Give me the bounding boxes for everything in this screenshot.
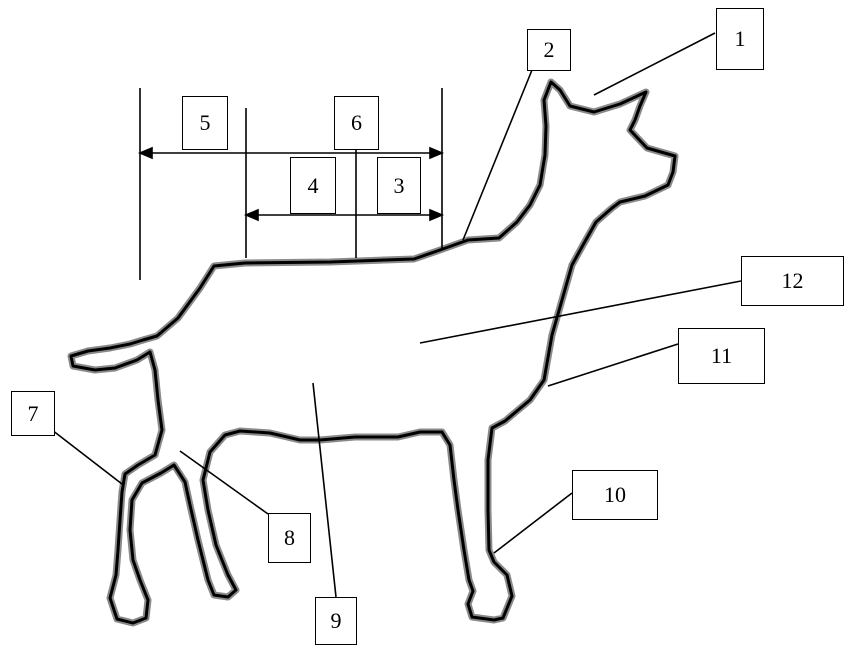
label-8: 8	[268, 513, 311, 563]
leader-line-12	[419, 280, 742, 344]
leader-line-10	[493, 492, 573, 554]
label-7: 7	[11, 391, 55, 436]
arrowhead-total-left	[137, 146, 153, 160]
arrowhead-back-right	[429, 208, 445, 222]
label-3: 3	[377, 157, 421, 214]
label-11: 11	[678, 328, 765, 384]
animal-silhouette	[67, 78, 679, 627]
label-1: 1	[716, 8, 764, 70]
label-6: 6	[334, 96, 379, 150]
label-5: 5	[182, 96, 228, 150]
leader-line-7	[51, 429, 123, 485]
leader-line-2	[462, 69, 533, 241]
label-9: 9	[315, 597, 357, 645]
body-outline-shadow	[67, 78, 679, 627]
leader-line-8	[179, 450, 269, 515]
label-12: 12	[741, 256, 844, 306]
leader-line-9	[312, 382, 337, 598]
leader-lines	[51, 32, 742, 598]
leader-line-11	[547, 343, 679, 387]
label-10: 10	[572, 470, 658, 520]
body-outline	[69, 80, 677, 625]
leader-line-1	[593, 32, 716, 96]
arrowhead-back-left	[243, 208, 259, 222]
label-4: 4	[290, 157, 336, 214]
measurement-lines	[137, 88, 445, 280]
label-2: 2	[527, 29, 571, 71]
arrowhead-total-right	[429, 146, 445, 160]
